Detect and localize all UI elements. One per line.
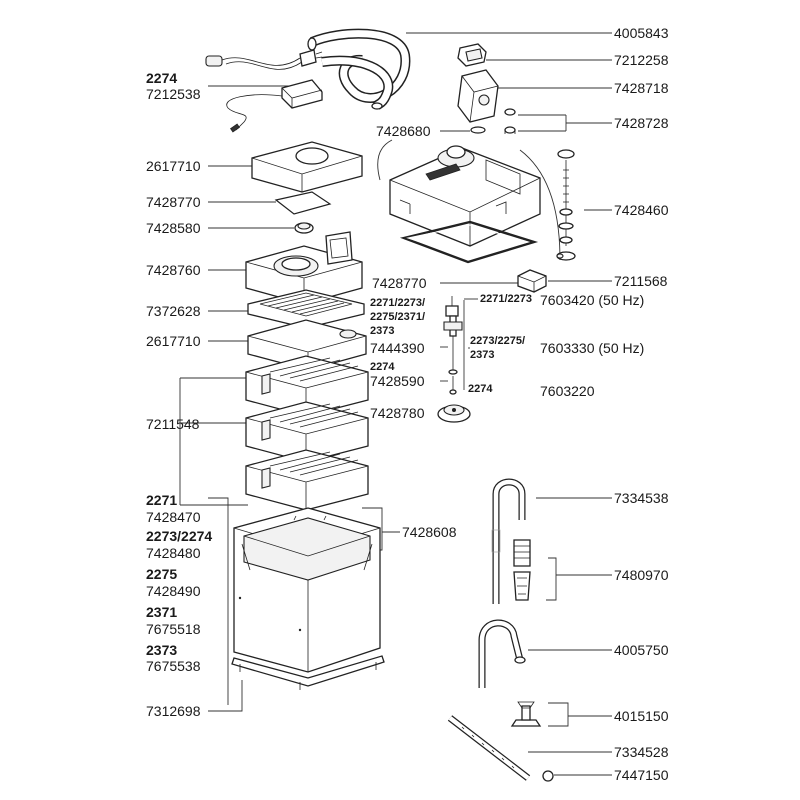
label-7603330: 7603330 (50 Hz) [540, 340, 645, 356]
label-7211568: 7211568 [614, 273, 668, 289]
label-7428780: 7428780 [370, 405, 425, 421]
label-7428490: 7428490 [146, 583, 201, 599]
label-7372628: 7372628 [146, 303, 201, 319]
label-4015150: 4015150 [614, 708, 669, 724]
label-2617710-top: 2617710 [146, 158, 201, 174]
filter-basket-1 [245, 355, 369, 417]
intake-tube [491, 478, 526, 604]
suction-cups [510, 701, 542, 727]
label-models-group-line2: 2275/2371/ [370, 311, 426, 323]
label-7428470: 7428470 [146, 509, 201, 525]
label-7447150: 7447150 [614, 767, 669, 783]
label-model-2271: 2271 [146, 492, 178, 508]
adapter-7428718 [457, 69, 499, 123]
label-model-2273-2274: 2273/2274 [146, 528, 213, 544]
label-7603420: 7603420 (50 Hz) [540, 292, 645, 308]
label-7428770-gasket: 7428770 [372, 275, 427, 291]
label-2617710-middle: 2617710 [146, 333, 201, 349]
intake-strainer [513, 539, 531, 601]
pre-filter-container [245, 231, 363, 305]
suction-foot-7211568 [517, 269, 547, 293]
label-7334528: 7334528 [614, 744, 669, 760]
outlet-tube [478, 619, 526, 688]
power-adapter [226, 79, 323, 133]
filter-basket-3 [245, 449, 369, 511]
label-model-2371: 2371 [146, 604, 178, 620]
label-models-2273-2275-line2: 2373 [470, 349, 495, 361]
hose [307, 28, 411, 111]
label-7428480: 7428480 [146, 545, 201, 561]
impeller-parts [443, 296, 465, 395]
o-ring-sealing [274, 191, 332, 215]
filter-pad-top [251, 141, 363, 193]
end-cap [542, 770, 554, 782]
filter-grid [247, 289, 365, 329]
label-7428608: 7428608 [402, 524, 457, 540]
label-7428718: 7428718 [614, 80, 669, 96]
label-model-2274-impeller: 2274 [370, 361, 395, 373]
label-7211548: 7211548 [146, 416, 200, 432]
label-4005750: 4005750 [614, 642, 669, 658]
label-7428580: 7428580 [146, 220, 201, 236]
filter-basket-2 [245, 401, 369, 463]
label-model-2274-shaft: 2274 [468, 383, 493, 395]
small-parts-7428728 [504, 108, 516, 134]
label-7428680: 7428680 [376, 123, 431, 139]
label-7603220: 7603220 [540, 383, 595, 399]
o-ring-7428680 [470, 126, 486, 134]
label-model-2274: 2274 [146, 70, 178, 86]
spray-bar [447, 715, 531, 781]
label-7212538: 7212538 [146, 86, 201, 102]
label-model-2373: 2373 [146, 642, 178, 658]
label-7480970: 7480970 [614, 567, 669, 583]
cap-7428780 [437, 404, 471, 423]
label-7675518: 7675518 [146, 621, 201, 637]
label-4005843: 4005843 [614, 25, 669, 41]
label-7428590: 7428590 [370, 373, 425, 389]
label-7428460: 7428460 [614, 202, 669, 218]
label-models-2273-2275-line1: 2273/2275/ [470, 335, 526, 347]
label-7444390: 7444390 [370, 340, 425, 356]
filter-canister [233, 507, 381, 673]
canister-base [231, 655, 385, 690]
label-models-2271-2273: 2271/2273 [480, 293, 532, 305]
label-models-group-line1: 2271/2273/ [370, 297, 426, 309]
label-7312698: 7312698 [146, 703, 201, 719]
label-model-2275: 2275 [146, 566, 178, 582]
label-7428760: 7428760 [146, 262, 201, 278]
label-7428770-oring: 7428770 [146, 194, 201, 210]
label-7675538: 7675538 [146, 658, 201, 674]
label-7428728: 7428728 [614, 115, 669, 131]
label-7334538: 7334538 [614, 490, 669, 506]
clip-7212258 [457, 43, 487, 67]
power-cable [205, 49, 323, 70]
small-cap [294, 222, 314, 234]
valve-spring-7428460 [556, 149, 576, 261]
label-models-group-line3: 2373 [370, 325, 395, 337]
pump-head [389, 145, 541, 264]
label-7212258: 7212258 [614, 52, 669, 68]
